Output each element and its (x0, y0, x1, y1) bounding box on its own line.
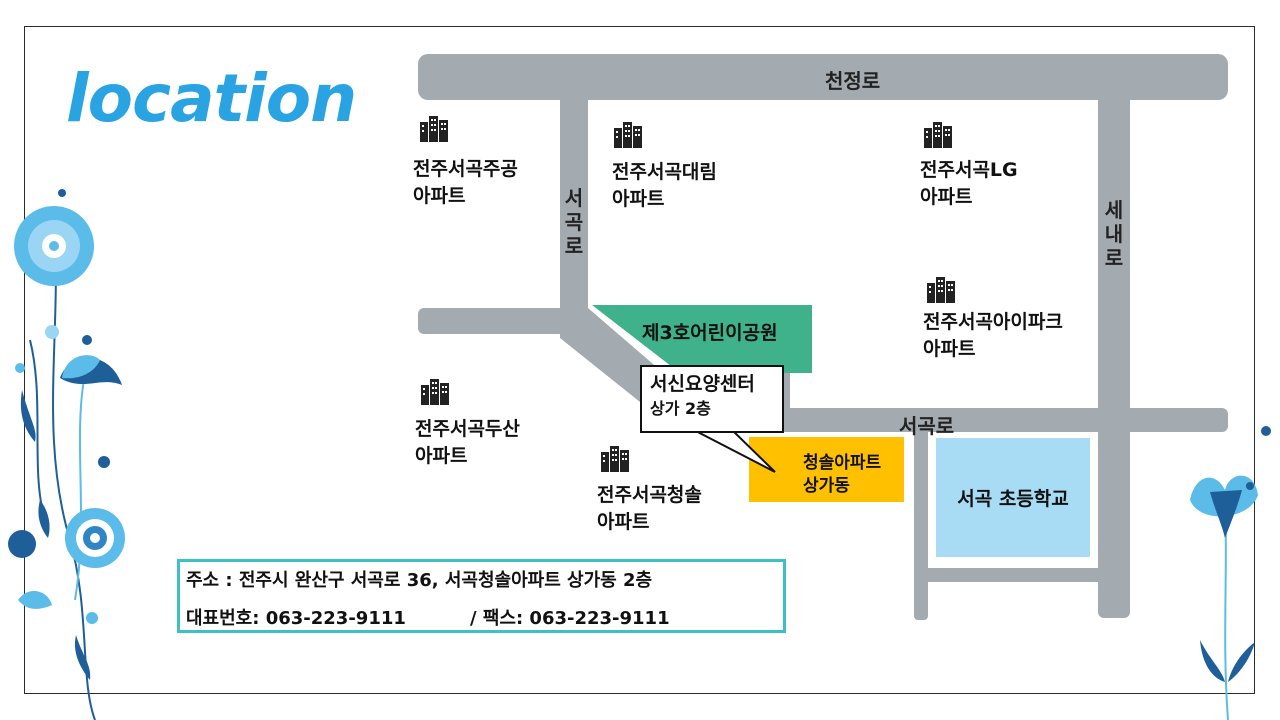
road-left-horizontal (418, 308, 578, 334)
building-label-doosan: 전주서곡두산 아파트 (415, 416, 520, 470)
building-name: 전주서곡LG (920, 159, 1018, 181)
apartment-building-icon (924, 122, 952, 148)
building-type: 아파트 (415, 445, 468, 467)
building-label-ipark: 전주서곡아이파크 아파트 (923, 309, 1063, 363)
building-type: 아파트 (413, 185, 466, 207)
store-label-line1: 청솔아파트 (803, 453, 882, 473)
building-type: 아파트 (920, 186, 973, 208)
building-name: 전주서곡대림 (612, 161, 717, 183)
road-left-vertical (560, 90, 588, 330)
building-label-jugong: 전주서곡주공 아파트 (413, 156, 518, 210)
road-school-bottom (914, 568, 1114, 582)
apartment-building-icon (927, 277, 955, 303)
callout-detail: 상가 2층 (650, 399, 711, 418)
callout-name: 서신요양센터 (650, 373, 755, 395)
road-middle-horizontal (760, 408, 1228, 432)
road-label-middle: 서곡로 (899, 414, 955, 438)
fax-text: / 팩스: 063-223-9111 (470, 608, 670, 629)
flower-decoration-left (8, 189, 125, 720)
apartment-building-icon (421, 379, 449, 405)
store-label-line2: 상가동 (803, 476, 850, 496)
park-label: 제3호어린이공원 (642, 322, 778, 344)
store-label: 청솔아파트 상가동 (803, 452, 881, 498)
road-top (418, 54, 1228, 100)
building-type: 아파트 (597, 511, 650, 533)
building-type: 아파트 (923, 338, 976, 360)
school-area (936, 438, 1090, 557)
building-name: 전주서곡아이파크 (923, 311, 1063, 333)
building-name: 전주서곡청솔 (597, 484, 702, 506)
map-frame (24, 26, 1255, 694)
building-label-lg: 전주서곡LG 아파트 (920, 157, 1018, 211)
callout-pointer (689, 426, 776, 473)
road-school-left (914, 420, 928, 620)
building-label-daerim: 전주서곡대림 아파트 (612, 159, 717, 213)
phone-text[interactable]: 대표번호: 063-223-9111 (186, 608, 406, 629)
road-right-vertical (1098, 90, 1130, 618)
building-type: 아파트 (612, 188, 665, 210)
building-name: 전주서곡주공 (413, 158, 518, 180)
apartment-building-icon (420, 116, 448, 142)
park-area (592, 305, 812, 373)
building-label-cheongsol: 전주서곡청솔 아파트 (597, 482, 702, 536)
location-callout: 서신요양센터 상가 2층 (640, 365, 784, 433)
contact-info-box (177, 559, 786, 633)
school-label: 서곡 초등학교 (957, 488, 1069, 510)
building-name: 전주서곡두산 (415, 418, 520, 440)
location-title: location (66, 60, 357, 137)
apartment-building-icon (601, 446, 629, 472)
apartment-building-icon (614, 122, 642, 148)
road-label-top: 천정로 (825, 69, 881, 93)
store-area (749, 437, 904, 502)
address-text: 주소 : 전주시 완산구 서곡로 36, 서곡청솔아파트 상가동 2층 (186, 570, 653, 591)
flower-decoration-right (1190, 426, 1271, 720)
